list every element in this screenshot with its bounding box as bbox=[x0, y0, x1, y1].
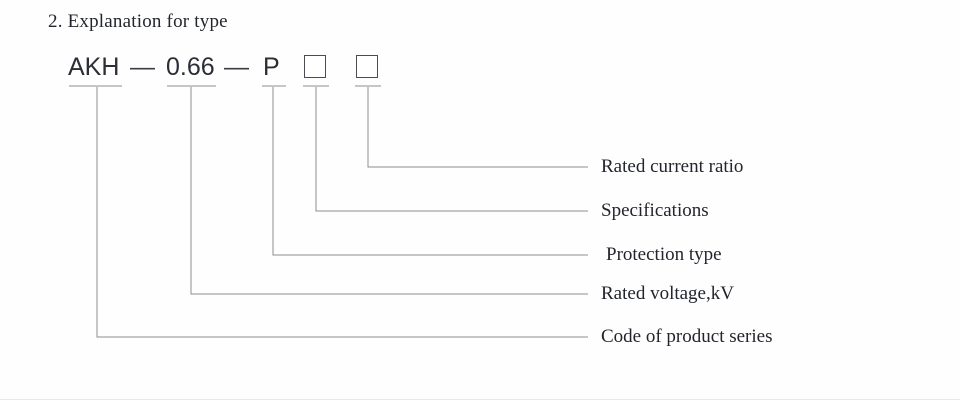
code-segment-protection: P bbox=[263, 53, 280, 81]
callout-label-code-of-product-series: Code of product series bbox=[601, 326, 773, 347]
type-code-row: AKH — 0.66 — P bbox=[0, 52, 960, 86]
leader-specifications bbox=[315, 87, 588, 212]
code-segment-voltage: 0.66 bbox=[166, 53, 215, 81]
callout-label-specifications: Specifications bbox=[601, 200, 709, 221]
callout-label-protection-type: Protection type bbox=[606, 244, 722, 265]
code-box-specification bbox=[304, 55, 326, 78]
code-box-current-ratio bbox=[356, 55, 378, 78]
code-dash-1: — bbox=[130, 53, 155, 81]
callout-label-rated-voltage: Rated voltage,kV bbox=[601, 283, 734, 304]
code-dash-2: — bbox=[224, 53, 249, 81]
page-title: 2. Explanation for type bbox=[48, 11, 228, 32]
code-segment-series: AKH bbox=[68, 53, 120, 81]
callout-label-rated-current-ratio: Rated current ratio bbox=[601, 156, 744, 177]
leader-code-of-product-series bbox=[96, 87, 588, 338]
leader-rated-voltage bbox=[190, 87, 588, 295]
leader-protection-type bbox=[272, 87, 588, 256]
leader-rated-current-ratio bbox=[367, 87, 588, 168]
